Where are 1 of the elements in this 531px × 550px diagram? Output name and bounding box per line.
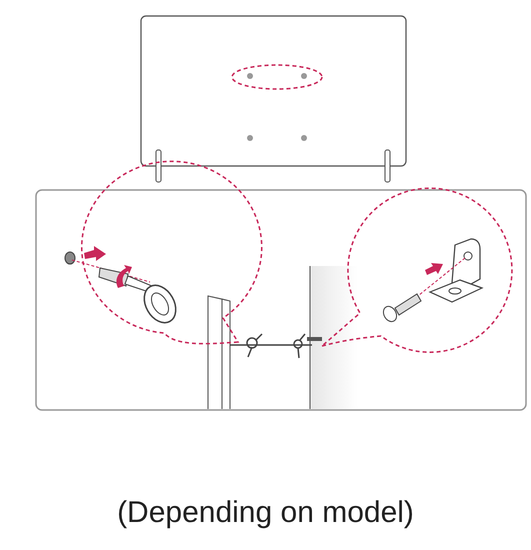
- caption-note: (Depending on model): [116, 496, 415, 530]
